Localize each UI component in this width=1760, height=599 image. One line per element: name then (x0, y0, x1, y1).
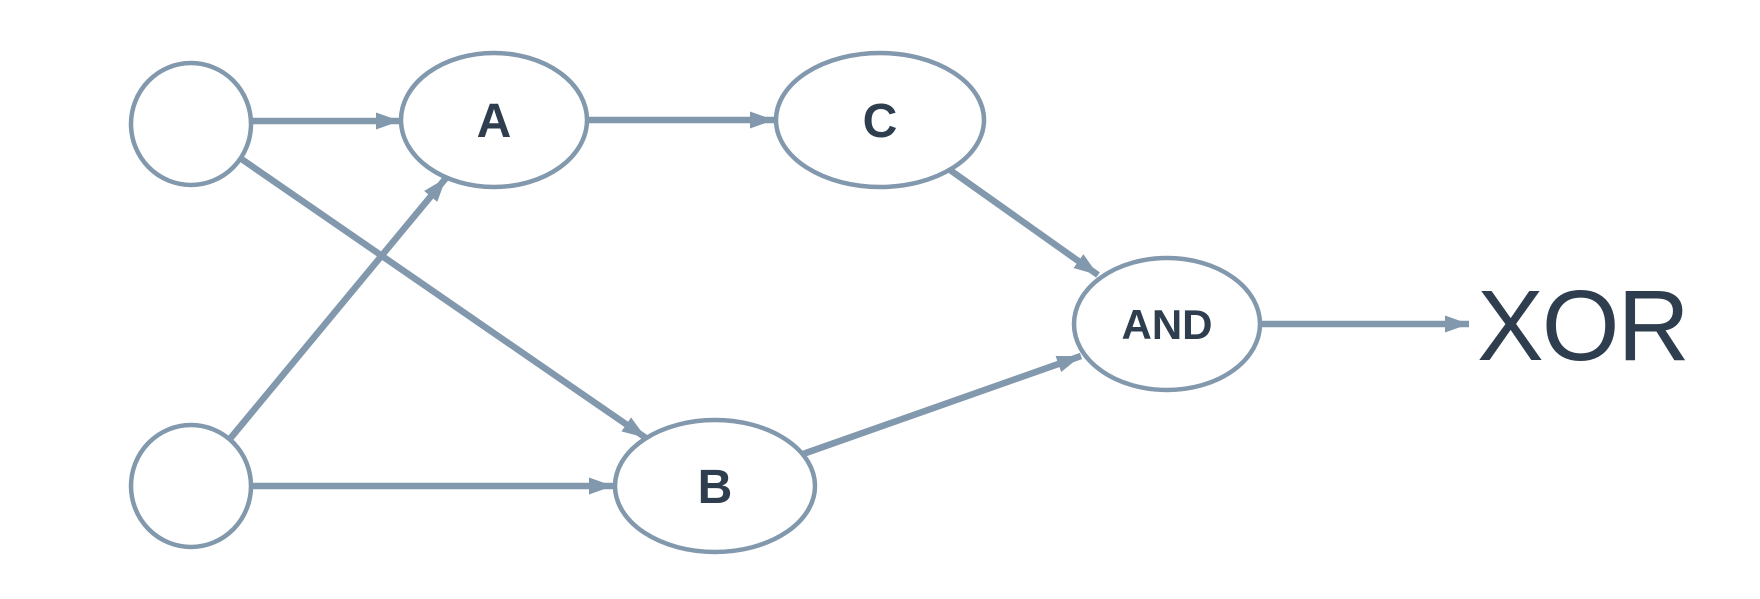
node-b-label: B (698, 461, 733, 514)
node-c-label: C (863, 95, 898, 148)
node-and: AND (1071, 255, 1263, 393)
nodes-layer: A C B AND (128, 50, 1263, 555)
node-a: A (398, 50, 590, 190)
node-b-shape (612, 417, 818, 555)
node-c: C (773, 50, 987, 190)
edge-input1-to-b (238, 155, 648, 441)
node-input-1 (128, 60, 254, 188)
node-and-label: AND (1122, 301, 1213, 348)
edges-layer (226, 111, 1469, 495)
output-label-xor: XOR (1477, 270, 1688, 382)
node-a-shape (398, 50, 590, 190)
node-a-label: A (477, 95, 512, 148)
node-and-shape (1071, 255, 1263, 393)
node-c-shape (773, 50, 987, 190)
edge-b-to-and (801, 352, 1083, 458)
node-input-1-shape (128, 60, 254, 188)
node-input-2 (128, 422, 254, 550)
node-b: B (612, 417, 818, 555)
edge-c-to-and (948, 167, 1100, 278)
node-input-2-shape (128, 422, 254, 550)
edge-input2-to-a (226, 175, 449, 443)
